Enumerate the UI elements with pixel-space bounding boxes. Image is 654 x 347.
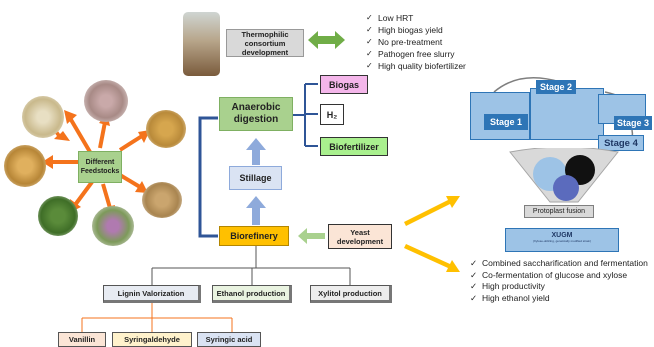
funnel-graphic <box>509 148 619 203</box>
anaerobic-box: Anaerobic digestion <box>219 97 293 131</box>
bottle-photo <box>183 12 220 76</box>
feedstocks-label: Different Feedstocks <box>80 159 120 175</box>
output-bracket <box>293 83 318 147</box>
yeast-benefits: Combined saccharification and fermentati… <box>470 258 650 304</box>
thermophilic-box: Thermophilic consortium development <box>226 29 304 57</box>
ethanol-box: Ethanol production <box>212 285 292 303</box>
stage2-label: Stage 2 <box>536 80 576 94</box>
gold-arrow-upper <box>404 196 460 226</box>
feedstock-photo-straw <box>146 110 186 148</box>
syringaldehyde-label: Syringaldehyde <box>124 335 180 344</box>
xugm-label: XUGM <box>551 232 573 239</box>
yeast-arrow <box>298 228 325 244</box>
feedstock-photo-grass <box>84 80 128 122</box>
yeast-benefit-item: Co-fermentation of glucose and xylose <box>470 270 650 282</box>
xylitol-label: Xylitol production <box>318 288 382 298</box>
ethanol-label: Ethanol production <box>216 288 286 298</box>
stage1-label: Stage 1 <box>484 114 528 130</box>
gold-arrow-lower <box>404 244 460 272</box>
yeast-label: Yeast development <box>336 227 384 246</box>
benefit-item: No pre-treatment <box>366 36 506 48</box>
feedstocks-box: Different Feedstocks <box>78 151 122 183</box>
protoplast-label: Protoplast fusion <box>532 208 586 215</box>
stage4-label: Stage 4 <box>598 135 644 151</box>
feedstock-photo-flowers <box>92 206 134 246</box>
lignin-lines <box>81 303 233 332</box>
feedstock-photo-bagasse <box>4 145 46 187</box>
biofertilizer-label: Biofertilizer <box>329 141 379 152</box>
yeast-box: Yeast development <box>328 224 392 249</box>
yeast-benefit-item: High ethanol yield <box>470 293 650 305</box>
feedstock-photo-sawdust <box>142 182 182 218</box>
yeast-benefit-item: High productivity <box>470 281 650 293</box>
biogas-box: Biogas <box>320 75 368 94</box>
thermophilic-label: Thermophilic consortium development <box>241 29 289 57</box>
biorefinery-label: Biorefinery <box>230 231 278 241</box>
syringaldehyde-box: Syringaldehyde <box>112 332 192 347</box>
stage3-label: Stage 3 <box>614 116 652 130</box>
lignin-label: Lignin Valorization <box>117 288 185 298</box>
h2-label: H₂ <box>326 109 338 120</box>
lignin-box: Lignin Valorization <box>103 285 201 303</box>
benefit-item: Low HRT <box>366 12 506 24</box>
biofertilizer-box: Biofertilizer <box>320 137 388 156</box>
xugm-box: XUGM (Xylose-utilizing, genetically modi… <box>505 228 619 252</box>
stage2-panel <box>530 88 604 140</box>
biogas-label: Biogas <box>328 79 359 90</box>
anaerobic-label: Anaerobic digestion <box>231 102 281 125</box>
h2-box: H₂ <box>320 104 344 125</box>
tree-lines <box>151 246 351 285</box>
xylitol-box: Xylitol production <box>310 285 392 303</box>
navy-bracket <box>198 116 218 238</box>
syringic-box: Syringic acid <box>197 332 261 347</box>
stillage-label: Stillage <box>239 173 272 183</box>
double-arrow-green <box>308 31 345 49</box>
benefit-item: Pathogen free slurry <box>366 48 506 60</box>
feedstock-photo-corn <box>22 96 64 138</box>
yeast-benefit-item: Combined saccharification and fermentati… <box>470 258 650 270</box>
protoplast-box: Protoplast fusion <box>524 205 594 218</box>
benefit-item: High quality biofertilizer <box>366 60 506 72</box>
feedstock-photo-leaves <box>38 196 78 236</box>
up-arrows <box>246 138 266 225</box>
syringic-label: Syringic acid <box>205 335 253 344</box>
vanillin-label: Vanillin <box>68 335 96 344</box>
biorefinery-box: Biorefinery <box>219 226 289 246</box>
stillage-box: Stillage <box>229 166 282 190</box>
thermophilic-benefits: Low HRT High biogas yield No pre-treatme… <box>366 12 506 72</box>
xugm-sub-label: (Xylose-utilizing, genetically modified … <box>532 239 592 243</box>
vanillin-box: Vanillin <box>58 332 106 347</box>
benefit-item: High biogas yield <box>366 24 506 36</box>
